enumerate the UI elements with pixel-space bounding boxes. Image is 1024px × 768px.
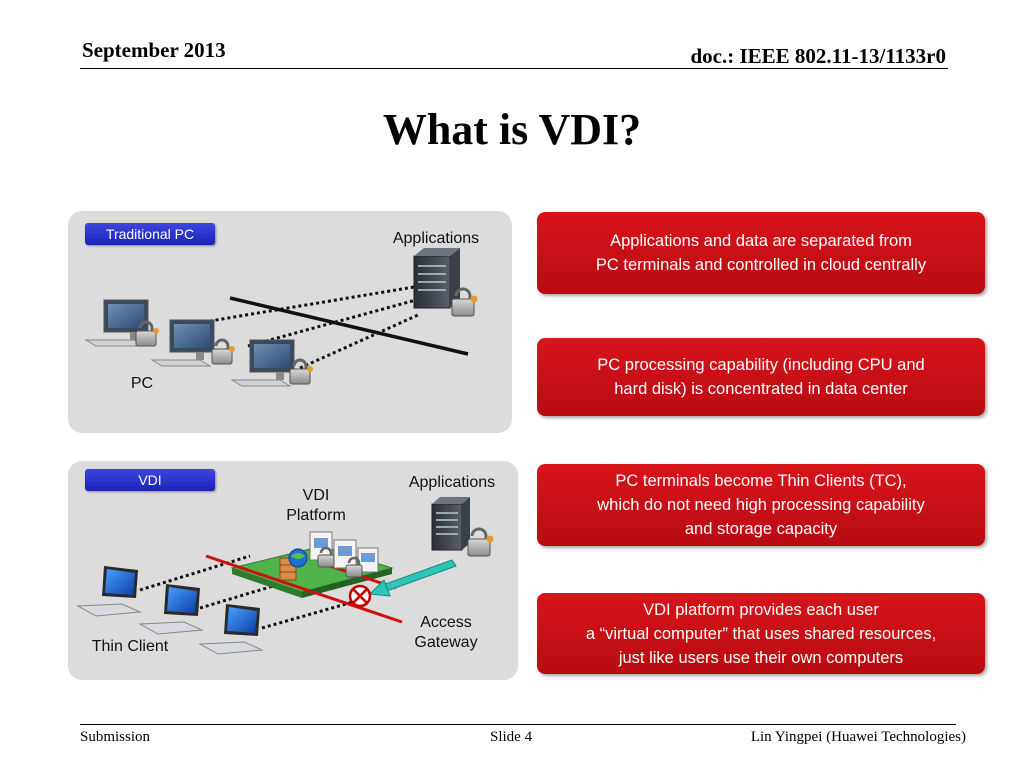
lock-icon <box>317 546 335 568</box>
vdi-platform-label-line1: VDI <box>302 487 330 504</box>
slide-title: What is VDI? <box>382 105 642 154</box>
pc-icon-3 <box>230 339 295 387</box>
lock-icon <box>211 338 235 365</box>
applications-label: Applications <box>392 230 480 247</box>
info-box-2-text: PC processing capability (including CPU … <box>597 356 925 398</box>
info-box-3-text: PC terminals become Thin Clients (TC), w… <box>597 472 925 538</box>
vdi-platform-label-line2: Platform <box>286 507 346 524</box>
separation-line <box>229 296 469 356</box>
info-box-3: PC terminals become Thin Clients (TC), w… <box>537 464 985 546</box>
traditional-pc-tag: Traditional PC <box>85 223 215 245</box>
info-box-1-text: Applications and data are separated from… <box>595 232 927 274</box>
link-lines-vdi <box>139 554 361 630</box>
thin-client-icon-1 <box>76 566 142 617</box>
link-lines-traditional <box>179 285 419 370</box>
lock-icon <box>451 287 478 317</box>
footer-divider <box>80 724 956 725</box>
access-gateway-label-line2: Gateway <box>414 634 478 651</box>
vdi-applications-label: Applications <box>408 474 496 491</box>
footer-slide-number: Slide 4 <box>490 729 533 745</box>
lock-icon <box>345 556 363 578</box>
footer-submission: Submission <box>80 729 151 745</box>
thin-client-label: Thin Client <box>91 638 169 655</box>
info-box-4-text: VDI platform provides each user a “virtu… <box>585 600 937 667</box>
info-box-2: PC processing capability (including CPU … <box>537 338 985 416</box>
access-arrow-icon <box>368 559 457 597</box>
access-gateway-label: Access Gateway <box>404 613 488 653</box>
thin-client-icon-2 <box>138 584 204 635</box>
footer-author: Lin Yingpei (Huawei Technologies) <box>750 729 966 745</box>
boundary-line <box>205 554 403 624</box>
thin-client-icon-3 <box>198 604 264 655</box>
server-icon <box>431 497 470 551</box>
info-box-4: VDI platform provides each user a “virtu… <box>537 593 985 674</box>
header-divider <box>80 68 948 69</box>
vdi-platform-label: VDI Platform <box>276 486 356 526</box>
access-gateway-label-line1: Access <box>420 614 472 631</box>
pc-icon-2 <box>150 319 215 367</box>
pc-label: PC <box>130 375 154 392</box>
lock-icon <box>135 320 159 347</box>
vdi-tag: VDI <box>85 469 215 491</box>
header-doc-id: doc.: IEEE 802.11-13/1133r0 <box>690 44 946 68</box>
header-date: September 2013 <box>82 38 226 62</box>
blocked-icon <box>348 584 372 608</box>
lock-icon <box>289 358 313 385</box>
lock-icon <box>467 527 494 557</box>
globe-icon <box>288 548 308 568</box>
info-box-1: Applications and data are separated from… <box>537 212 985 294</box>
